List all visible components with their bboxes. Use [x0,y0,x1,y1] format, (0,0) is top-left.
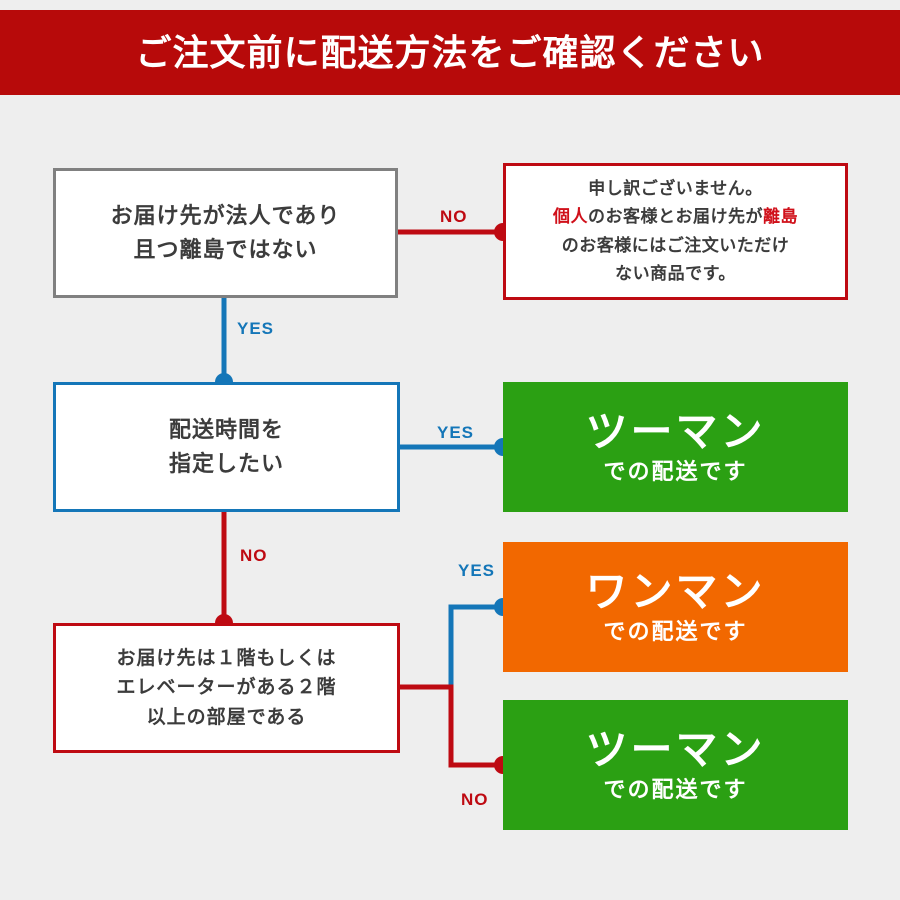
page-title: ご注文前に配送方法をご確認ください [135,31,765,73]
edge-timeslot-no [215,512,233,632]
edge-label-yes-corporate: YES [237,319,275,338]
result-box-twoman-timeslot: ツーマン での配送です [503,382,848,512]
question-box-floor[interactable]: お届け先は１階もしくは エレベーターがある２階 以上の部屋である [53,623,400,753]
edge-label-no-timeslot: NO [240,546,268,565]
result-title-oneman: ワンマン [585,567,766,615]
edge-label-no-corporate: NO [440,207,468,226]
edge-corporate-yes [215,298,233,391]
question-box-timeslot[interactable]: 配送時間を 指定したい [53,382,400,512]
result-box-oneman: ワンマン での配送です [503,542,848,672]
reject-highlight-kojin: 個人 [553,207,588,227]
question-text-corporate: お届け先が法人であり 且つ離島ではない [110,202,341,262]
edge-label-yes-floor: YES [458,561,496,580]
result-title-twoman-2: ツーマン [585,725,766,773]
question-box-corporate[interactable]: お届け先が法人であり 且つ離島ではない [53,168,398,298]
edge-label-no-floor: NO [461,790,489,809]
result-subtitle-oneman: での配送です [603,618,748,644]
reject-message: 申し訳ございません。 個人のお客様とお届け先が離島 のお客様にはご注文いただけ … [553,179,798,283]
question-text-timeslot: 配送時間を 指定したい [168,416,284,476]
reject-highlight-ritou: 離島 [763,207,798,227]
result-box-twoman-floor: ツーマン での配送です [503,700,848,830]
edge-floor-no [400,684,512,774]
result-subtitle-twoman-2: での配送です [603,776,748,802]
result-box-reject: 申し訳ございません。 個人のお客様とお届け先が離島 のお客様にはご注文いただけ … [503,163,848,300]
header-banner: ご注文前に配送方法をご確認ください [0,10,900,95]
result-subtitle-twoman-1: での配送です [603,458,748,484]
result-title-twoman-1: ツーマン [585,407,766,455]
question-text-floor: お届け先は１階もしくは エレベーターがある２階 以上の部屋である [116,647,337,728]
edge-label-yes-timeslot: YES [437,423,475,442]
